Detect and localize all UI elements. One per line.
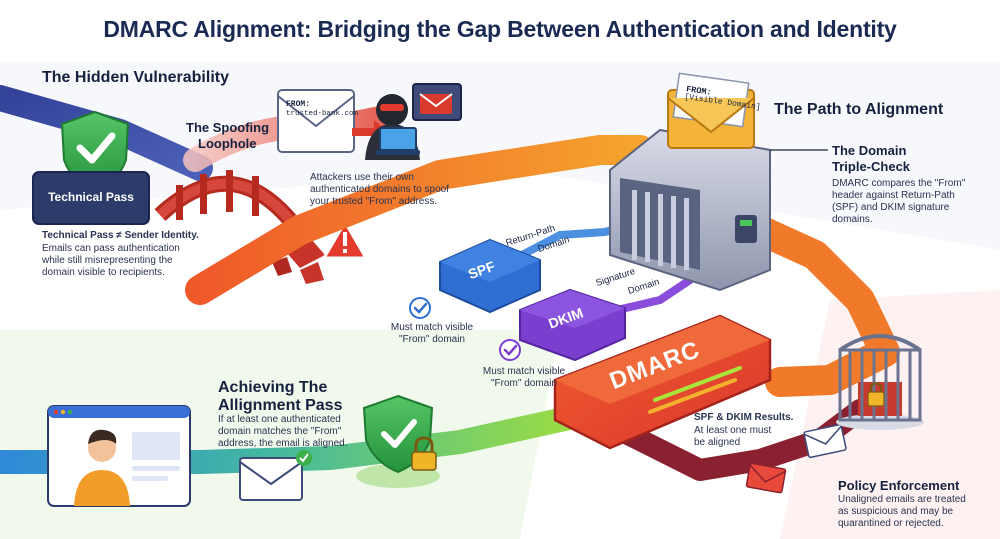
orange-path-right [745,215,900,397]
spf-must-match: Must match visible "From" domain [390,322,474,345]
server-gate-icon [609,128,771,292]
triple-check-heading-line1: The Domain [832,143,907,158]
rejected-envelope-icon [745,462,787,494]
policy-heading: Policy Enforcement [838,478,960,493]
technical-pass-card [32,171,150,225]
path-to-alignment-heading: The Path to Alignment [774,101,944,118]
page-title: DMARC Alignment: Bridging the Gap Betwee… [103,16,897,42]
spoof-monitor-icon [412,83,462,121]
technical-pass-label: Technical Pass [48,190,134,204]
dmarc-block [553,314,772,450]
spf-check-icon [409,297,431,319]
spoof-envelope-icon [277,89,355,153]
hidden-vulnerability-heading: The Hidden Vulnerability [42,69,229,86]
laptop-icon [376,127,420,155]
spoof-from-value: trusted-bank.com [286,110,359,118]
spf-block [439,238,541,314]
alignment-description: If at least one authenticated domain mat… [218,414,348,449]
broken-bridge-icon [154,170,325,284]
path-envelope-icon [667,72,755,149]
dkim-check-icon [499,339,521,361]
dkim-must-match: Must match visible "From" domain [482,366,566,389]
technical-pass-note-title: Technical Pass ≠ Sender Identity. [42,230,199,241]
spoofing-description: Attackers use their own authenticated do… [310,172,449,207]
alignment-heading-line2: Allignment Pass [218,397,343,414]
aligned-shield-icon [356,394,440,488]
alignment-heading-line1: Achieving The [218,379,328,396]
dmarc-results-body: At least one must be aligned [694,425,772,448]
spoof-from-label: FROM: [286,100,311,109]
warning-icon [322,220,368,260]
orange-path [185,135,655,305]
spoofing-heading-line1: The Spoofing [186,120,270,135]
triple-check-heading-line2: Triple-Check [832,159,911,174]
triple-check-description: DMARC compares the "From" header against… [832,178,966,225]
spoofing-heading-line2: Loophole [198,136,257,151]
flying-envelope-icon [803,423,847,459]
cage-icon [836,334,924,430]
dkim-block [519,288,626,362]
technical-pass-note-body: Emails can pass authentication while sti… [42,243,180,278]
user-avatar-icon [74,429,130,506]
policy-description: Unaligned emails are treated as suspicio… [838,494,966,529]
padlock-icon [411,436,437,471]
dmarc-results-title: SPF & DKIM Results. [694,412,794,423]
aligned-envelope-icon [239,450,312,501]
